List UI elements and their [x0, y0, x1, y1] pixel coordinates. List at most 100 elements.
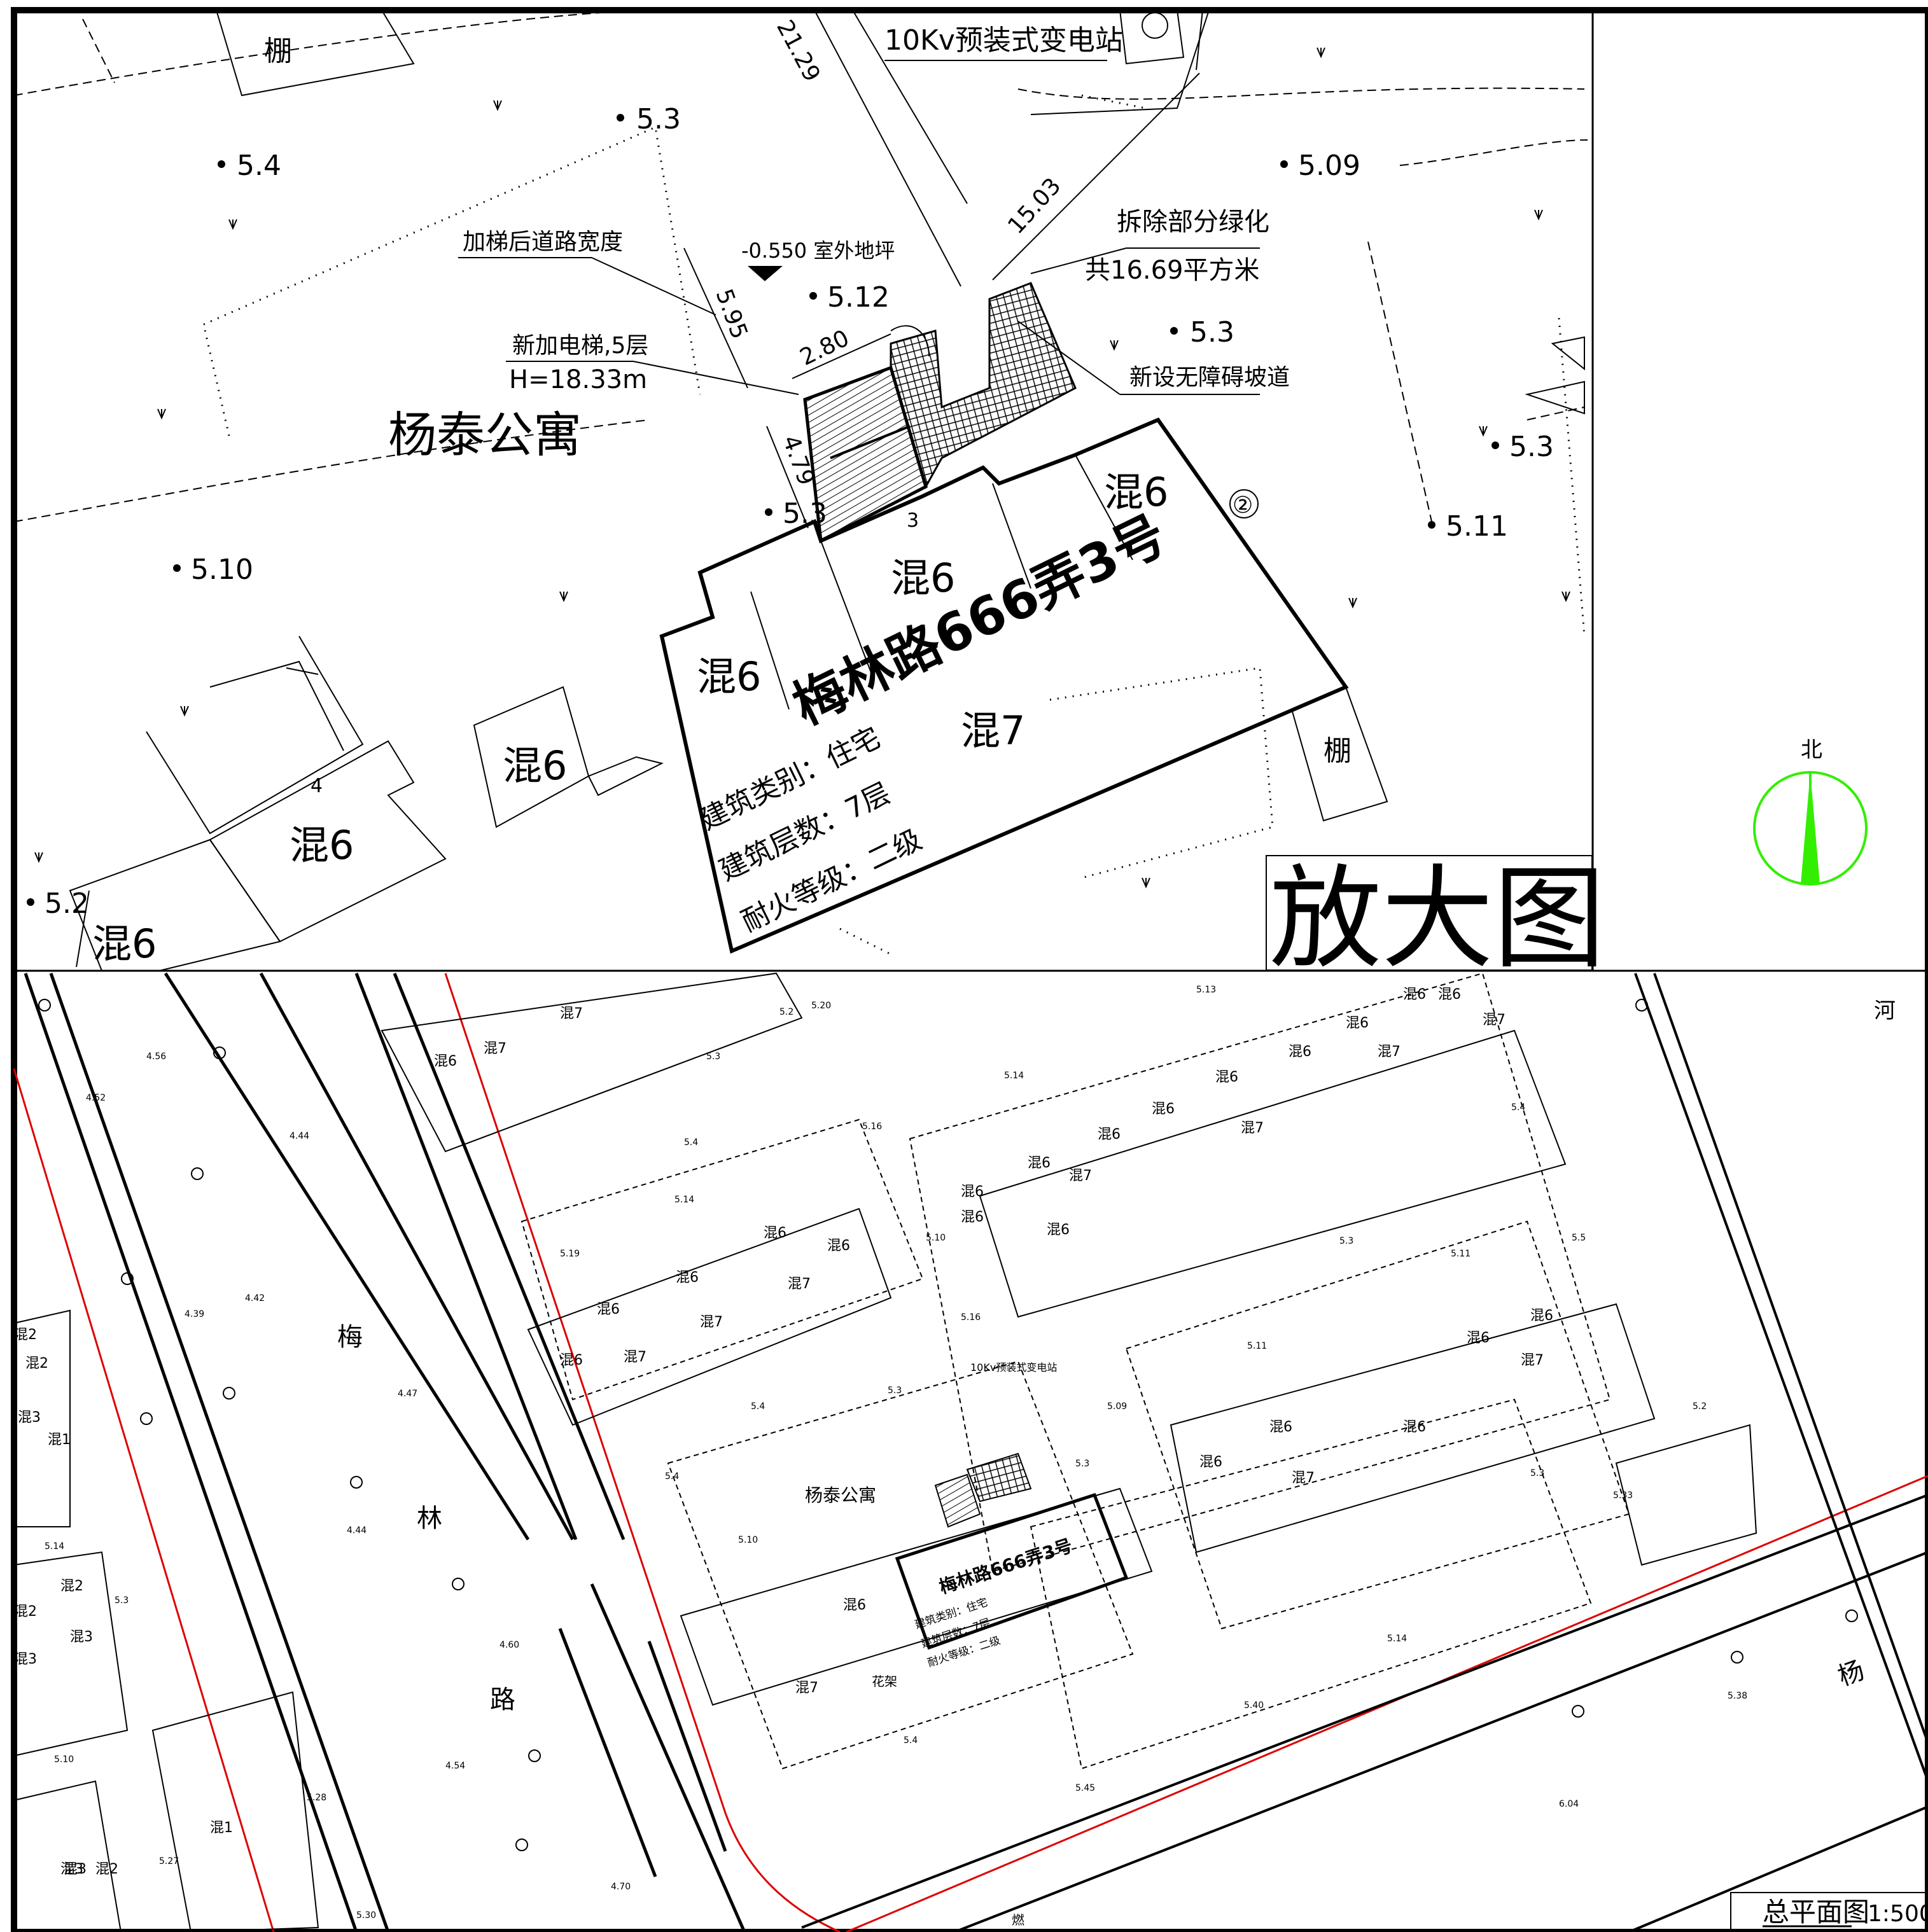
- elevation-value: 5.33: [1613, 1491, 1633, 1501]
- elevation-value: 5.2: [1693, 1401, 1707, 1412]
- road-name-char: 路: [490, 1685, 515, 1714]
- structure-label: 混7: [1378, 1044, 1401, 1060]
- ramp-label: 新设无障碍坡道: [1129, 365, 1290, 391]
- elevation-value: 5.4: [237, 149, 281, 182]
- road-name-char: 梅: [337, 1323, 363, 1352]
- elevation-value: 5.12: [827, 281, 890, 314]
- substation-label: 10Kv预装式变电站: [884, 24, 1123, 57]
- elevation-value: 5.4: [684, 1137, 698, 1148]
- structure-label: 混6: [1215, 1069, 1238, 1085]
- elevation-value: 5.14: [45, 1541, 64, 1552]
- structure-label: 混6: [597, 1302, 620, 1317]
- structure-label: 混2: [25, 1356, 48, 1372]
- north-arrow: 北: [1753, 737, 1868, 886]
- elevation-value: 5.13: [1196, 985, 1216, 995]
- structure-label: 混7: [484, 1041, 506, 1057]
- river-label: 河: [1874, 998, 1896, 1024]
- overview-site-plan: 梅林路666弄3号 建筑类别：住宅 建筑层数：7层 耐火等级：二级 杨泰公寓 1…: [13, 972, 1928, 1932]
- structure-label: 混3: [14, 1651, 37, 1667]
- structure-label: 混6: [891, 555, 955, 601]
- elevation-value: 5.16: [961, 1312, 981, 1323]
- structure-label: 混7: [1483, 1012, 1505, 1028]
- elevation-value: 5.09: [1298, 149, 1360, 182]
- elevation-value: 5.11: [1247, 1341, 1267, 1351]
- elevation-value: 5.10: [926, 1233, 946, 1243]
- elevation-value: 4.44: [347, 1525, 367, 1536]
- address-label: 梅林路666弄3号: [784, 504, 1175, 737]
- structure-label: 混7: [1292, 1470, 1315, 1486]
- overview-title: 总平面图: [1763, 1896, 1869, 1928]
- elevation-value: 5.38: [1728, 1691, 1747, 1701]
- unit-circle-number: ②: [1233, 492, 1253, 518]
- structure-label: 混3: [18, 1410, 41, 1426]
- structure-label: 混1: [48, 1432, 71, 1448]
- structure-label: 混2: [60, 1578, 83, 1594]
- elevation-value: 5.3: [1339, 1236, 1353, 1246]
- structure-label: 混6: [1028, 1155, 1051, 1171]
- structure-label: 混3: [64, 1861, 87, 1877]
- elevation-value: 5.5: [1572, 1233, 1586, 1243]
- overview-substation: 10Kv预装式变电站: [970, 1361, 1057, 1373]
- structure-label: 混6: [764, 1225, 786, 1241]
- structure-label: 混7: [961, 707, 1025, 754]
- structure-label: 混6: [1152, 1101, 1175, 1117]
- elevation-value: 5.14: [674, 1195, 694, 1205]
- elevation-value: 5.4: [904, 1735, 918, 1746]
- structure-label: 混6: [676, 1270, 699, 1286]
- structure-label: 混6: [843, 1597, 866, 1613]
- structure-label: 混6: [1346, 1015, 1369, 1031]
- overview-ramp: [966, 1452, 1032, 1503]
- structure-label: 混7: [560, 1006, 583, 1022]
- north-label: 北: [1801, 737, 1822, 763]
- enlarged-detail: 10Kv预装式变电站 21.29 15.03 拆除部分绿化 共16.69平方米 …: [13, 10, 1868, 984]
- structure-label: 混7: [700, 1314, 723, 1330]
- elevation-value: 5.45: [1075, 1783, 1095, 1793]
- elevation-points: 5.3 5.4 5.12 5.3 5.09 5.3 5.10 5.11 5.3 …: [27, 103, 1554, 920]
- structure-label: 混6: [1199, 1454, 1222, 1470]
- elevation-value: 5.30: [356, 1910, 376, 1921]
- structure-label: 混6: [1438, 987, 1461, 1003]
- overview-complex-name: 杨泰公寓: [805, 1485, 876, 1506]
- structure-label: 混6: [1047, 1222, 1070, 1238]
- dim-1503: 15.03: [1003, 173, 1066, 239]
- complex-name: 杨泰公寓: [388, 407, 582, 463]
- accessible-ramp: [890, 282, 1077, 489]
- elevation-value: 4.42: [245, 1293, 265, 1303]
- elevation-value: 5.4: [751, 1401, 765, 1412]
- structure-label: 混6: [827, 1238, 850, 1254]
- elevation-value: 4.70: [611, 1882, 631, 1892]
- structure-label: 混6: [961, 1209, 984, 1225]
- dim-595: 5.95: [711, 286, 753, 342]
- elevation-value: 5.19: [560, 1249, 580, 1259]
- side-number: 4: [311, 775, 323, 797]
- structure-label: 混2: [95, 1861, 118, 1877]
- structure-label: 混7: [624, 1349, 646, 1365]
- elevation-value: 5.28: [307, 1793, 326, 1803]
- structure-label: 混7: [1069, 1168, 1092, 1184]
- elevation-value: 5.4: [1511, 1102, 1525, 1113]
- structure-label: 混6: [1530, 1308, 1553, 1324]
- elevation-value: 5.10: [738, 1535, 758, 1545]
- structure-label: 混6: [434, 1053, 457, 1069]
- elevation-value: 5.3: [1530, 1468, 1544, 1478]
- flower-rack-label: 花架: [872, 1674, 897, 1689]
- enlarged-view-title: 放大图: [1269, 854, 1605, 984]
- structure-label: 混6: [961, 1184, 984, 1200]
- overview-structure-labels: 混7 混7 混6 混7 混6 混6 混7 混6 混6 混7 混6 混6 混6 混…: [14, 987, 1553, 1877]
- unit-number: 3: [907, 510, 919, 532]
- overview-scale: 1:500: [1868, 1901, 1928, 1927]
- structure-label: 混7: [1241, 1120, 1264, 1136]
- structure-label: 混6: [1403, 1419, 1426, 1435]
- elevation-value: 6.04: [1559, 1799, 1579, 1809]
- elevation-value: 5.14: [1387, 1634, 1407, 1644]
- structure-label: 混6: [503, 742, 567, 789]
- elevation-value: 5.4: [665, 1471, 679, 1482]
- structure-label: 混6: [697, 653, 761, 700]
- elevation-value: 5.2: [779, 1007, 793, 1017]
- elevation-value: 4.44: [290, 1131, 309, 1141]
- structure-label: 混2: [14, 1604, 37, 1620]
- gas-label: 燃: [1012, 1912, 1024, 1928]
- elevation-value: 4.60: [499, 1640, 519, 1650]
- overview-target-building: [895, 1492, 1129, 1650]
